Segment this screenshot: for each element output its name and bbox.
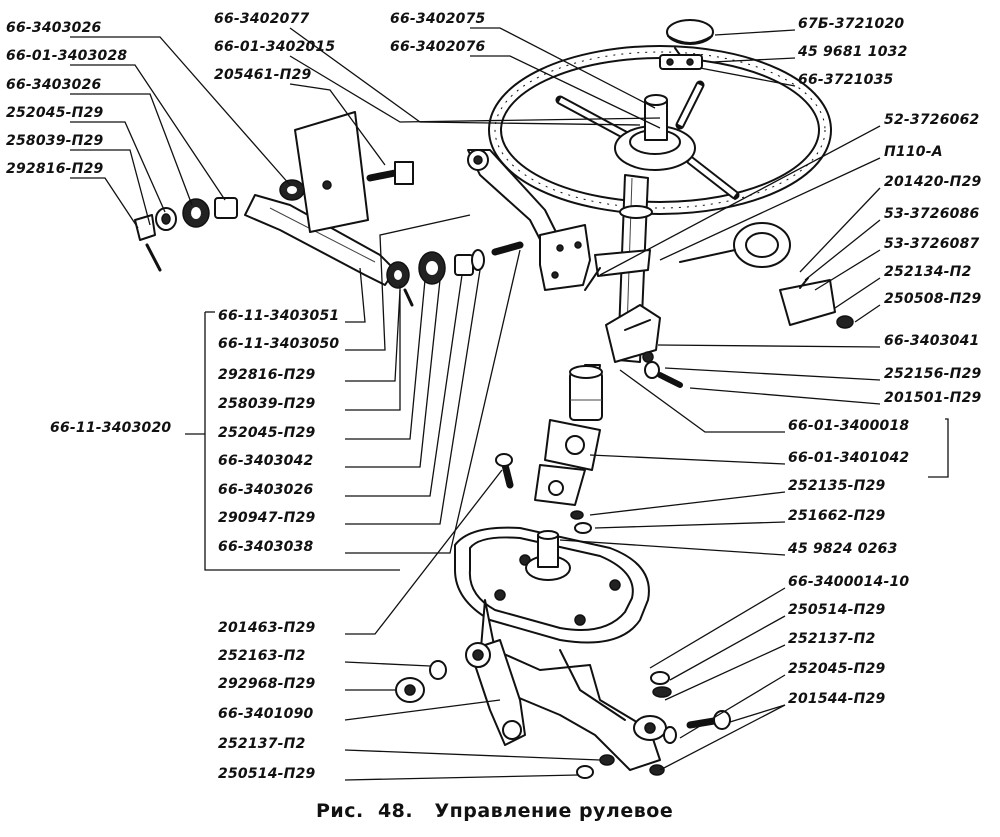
- part-label: 252137-П2: [788, 631, 876, 647]
- part-label: 252045-П29: [218, 425, 316, 441]
- part-label: 66-3721035: [798, 72, 894, 88]
- part-label: 52-3726062: [884, 112, 980, 128]
- part-label: 252156-П29: [884, 366, 982, 382]
- part-label: 67Б-3721020: [798, 16, 905, 32]
- part-label: П110-А: [884, 144, 943, 160]
- figure-caption: Рис. 48. Управление рулевое: [316, 800, 673, 822]
- part-label: 250514-П29: [788, 602, 886, 618]
- part-label: 66-01-3403028: [6, 48, 128, 64]
- part-label: 45 9681 1032: [798, 44, 908, 60]
- part-label: 66-3402075: [390, 11, 486, 27]
- part-label: 201544-П29: [788, 691, 886, 707]
- part-label: 66-11-3403050: [218, 336, 340, 352]
- part-label: 66-3403038: [218, 539, 314, 555]
- part-label: 252163-П2: [218, 648, 306, 664]
- part-label: 53-3726086: [884, 206, 980, 222]
- part-label: 290947-П29: [218, 510, 316, 526]
- small-parts-left: [134, 161, 414, 272]
- part-label: 66-01-3400018: [788, 418, 910, 434]
- part-label: 258039-П29: [6, 133, 104, 149]
- part-label: 53-3726087: [884, 236, 980, 252]
- leader-lines: [70, 27, 949, 781]
- part-label: 66-11-3403020: [50, 420, 172, 436]
- part-label: 66-01-3401042: [788, 450, 910, 466]
- part-label: 250508-П29: [884, 291, 982, 307]
- part-label: 45 9824 0263: [788, 541, 898, 557]
- part-label: 252045-П29: [788, 661, 886, 677]
- part-label: 292816-П29: [218, 367, 316, 383]
- steering-wheel: [488, 45, 832, 215]
- caption-number: 48.: [377, 800, 414, 822]
- part-label: 201501-П29: [884, 390, 982, 406]
- part-label: 66-3403026: [6, 20, 102, 36]
- part-label: 66-3403041: [884, 333, 980, 349]
- small-parts-middle: [386, 241, 524, 307]
- part-label: 201463-П29: [218, 620, 316, 636]
- part-label: 252137-П2: [218, 736, 306, 752]
- steering-rod: [244, 111, 591, 291]
- part-label: 292816-П29: [6, 161, 104, 177]
- small-parts-right: [395, 222, 854, 779]
- caption-title: Управление рулевое: [434, 800, 674, 822]
- part-label: 66-11-3403051: [218, 308, 340, 324]
- part-label: 66-3401090: [218, 706, 314, 722]
- part-label: 205461-П29: [214, 67, 312, 83]
- part-label: 292968-П29: [218, 676, 316, 692]
- part-label: 250514-П29: [218, 766, 316, 782]
- part-label: 66-3403042: [218, 453, 314, 469]
- part-label: 66-3403026: [6, 77, 102, 93]
- part-label: 252045-П29: [6, 105, 104, 121]
- part-label: 252135-П29: [788, 478, 886, 494]
- part-label: 66-01-3402015: [214, 39, 336, 55]
- part-label: 66-3403026: [218, 482, 314, 498]
- cardan-shaft: [534, 365, 603, 506]
- part-label: 258039-П29: [218, 396, 316, 412]
- part-label: 66-3402076: [390, 39, 486, 55]
- part-label: 251662-П29: [788, 508, 886, 524]
- steering-gearbox: [454, 526, 667, 771]
- part-label: 252134-П2: [884, 264, 972, 280]
- caption-prefix: Рис.: [316, 800, 364, 822]
- part-label: 66-3400014-10: [788, 574, 910, 590]
- part-label: 201420-П29: [884, 174, 982, 190]
- horn-button: [659, 19, 714, 70]
- part-label: 66-3402077: [214, 11, 310, 27]
